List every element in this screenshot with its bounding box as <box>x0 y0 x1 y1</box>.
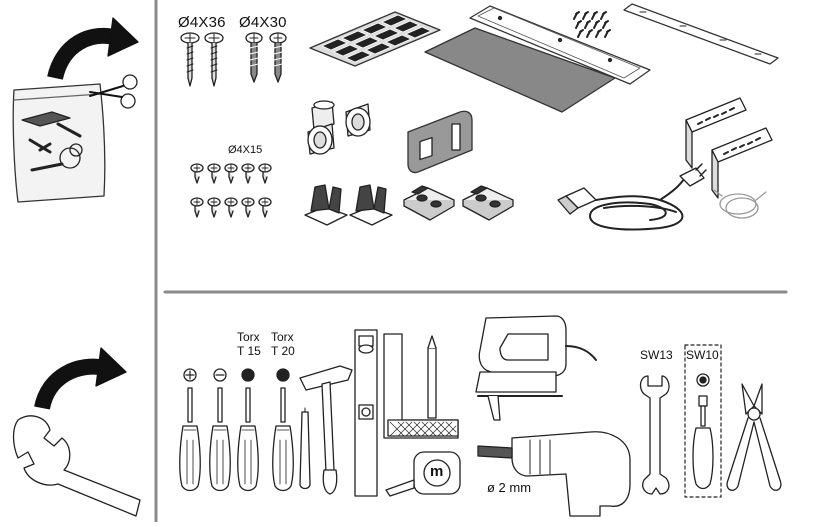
tape-measure-icon <box>385 451 461 497</box>
torx-b-label-1: Torx <box>271 330 294 344</box>
drill-bit-label: ø 2 mm <box>487 480 532 495</box>
power-drill-icon <box>477 431 631 517</box>
screw-icon <box>190 197 204 218</box>
screw-4x36-icon <box>180 32 224 87</box>
screw-4x15-icon <box>190 163 272 218</box>
screw-icon <box>207 163 221 184</box>
screw-4x15-label: Ø4X15 <box>228 144 263 156</box>
scissors-icon <box>89 74 138 109</box>
corner-clip-icon <box>403 185 514 221</box>
power-cord-icon <box>557 163 707 231</box>
screw-4x36-label: Ø4X36 <box>178 14 226 31</box>
screw-icon <box>207 197 221 218</box>
screwdriver-torx-t15-icon <box>237 368 259 492</box>
bracket-plate-icon <box>407 110 473 174</box>
spacer-sleeve-icon <box>307 100 371 155</box>
mounting-template-icon <box>469 5 651 85</box>
hammer-icon <box>299 365 353 495</box>
try-square-icon <box>383 333 459 439</box>
screw-icon <box>241 197 255 218</box>
wall-bracket-icon <box>685 97 773 199</box>
mini-screw-icon <box>582 11 589 20</box>
screw-icon <box>258 163 272 184</box>
side-cutter-pliers-icon <box>726 383 782 491</box>
mini-screws-icon <box>573 11 611 38</box>
grey-panel-icon <box>424 27 616 113</box>
jigsaw-icon <box>475 315 597 421</box>
screw-icon <box>190 163 204 184</box>
cable-tie-icon <box>713 189 767 219</box>
mini-screw-icon <box>575 20 582 29</box>
screwdriver-torx-t20-icon <box>272 368 294 492</box>
wrench-sw13-label: SW13 <box>640 348 673 362</box>
screw-icon <box>224 163 238 184</box>
screw-icon <box>224 197 238 218</box>
screwdriver-phillips-icon <box>179 368 201 492</box>
parts-bag-icon <box>12 83 106 203</box>
socket-driver-sw10-icon <box>684 344 722 498</box>
curved-arrow-icon <box>47 17 139 81</box>
screw-4x30-icon <box>245 32 287 83</box>
mini-screw-icon <box>604 29 611 38</box>
mini-screw-icon <box>586 29 593 38</box>
open-wrench-icon <box>12 415 141 517</box>
screw-4x30-label: Ø4X30 <box>239 14 287 31</box>
mini-screw-icon <box>600 11 607 20</box>
screw-icon <box>241 163 255 184</box>
spirit-level-icon <box>354 329 378 497</box>
mini-screw-icon <box>595 29 602 38</box>
torx-a-label-2: T 15 <box>237 344 261 358</box>
pencil-icon <box>299 407 311 490</box>
open-wrench-sw13-icon <box>639 375 670 495</box>
mini-screw-icon <box>584 20 591 29</box>
mini-screw-icon <box>573 11 580 20</box>
mini-screw-icon <box>602 20 609 29</box>
screwdriver-flat-icon <box>209 368 231 492</box>
pencil-icon <box>427 335 437 419</box>
mounting-rail-icon <box>623 3 779 65</box>
felt-pad-sheet-icon <box>309 11 441 67</box>
tape-measure-badge: m <box>430 463 444 480</box>
screw-icon <box>258 197 272 218</box>
curved-arrow-icon <box>34 347 127 411</box>
brush-clip-icon <box>304 184 393 226</box>
mini-screw-icon <box>577 29 584 38</box>
torx-b-label-2: T 20 <box>271 344 295 358</box>
torx-a-label-1: Torx <box>237 330 260 344</box>
mini-screw-icon <box>593 20 600 29</box>
mini-screw-icon <box>591 11 598 20</box>
wrench-sw10-label: SW10 <box>686 348 719 362</box>
